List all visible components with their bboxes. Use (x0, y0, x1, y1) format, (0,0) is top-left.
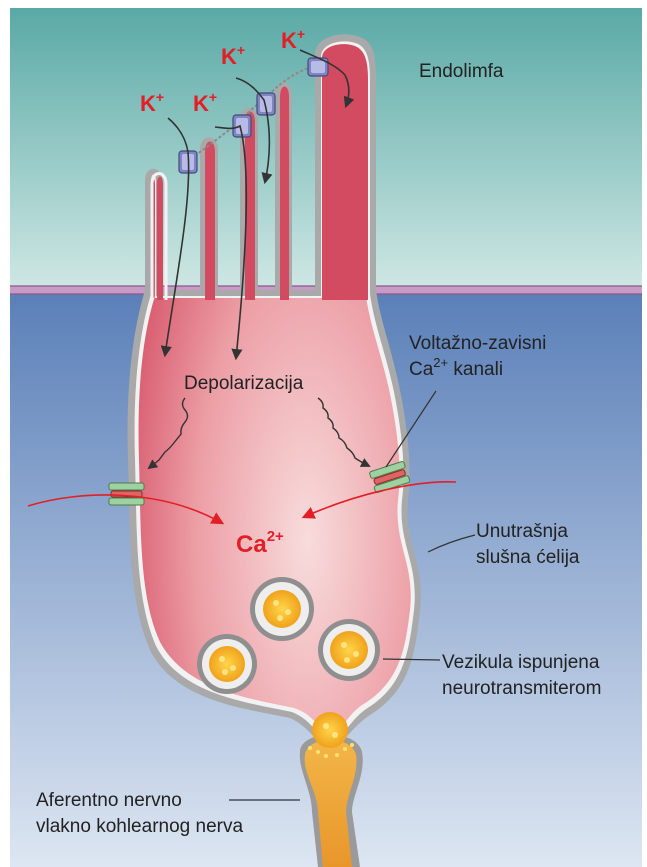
nerve-label-line2: vlakno kohlearnog nerva (36, 816, 243, 837)
depolarization-label: Depolarizacija (184, 373, 304, 394)
vesicle-label-line2: neurotransmiterom (442, 678, 601, 699)
hair-cell-label-line2: slušna ćelija (476, 547, 580, 568)
vesicle-2 (197, 634, 257, 694)
nerve-label-line1: Aferentno nervno (36, 790, 182, 811)
ca-channels-label-line2: Ca2+ kanali (409, 355, 503, 380)
vesicle-1 (250, 577, 314, 641)
vesicle-3 (318, 619, 380, 681)
vesicle-fusing (312, 712, 348, 748)
ca-channels-label-line1: Voltažno-zavisni (409, 333, 546, 354)
hair-cell-label-line1: Unutrašnja (476, 521, 568, 542)
calcium-channel-left (109, 483, 144, 505)
vesicle-label-line1: Vezikula ispunjena (442, 652, 600, 673)
endolymph-label: Endolimfa (419, 61, 504, 82)
